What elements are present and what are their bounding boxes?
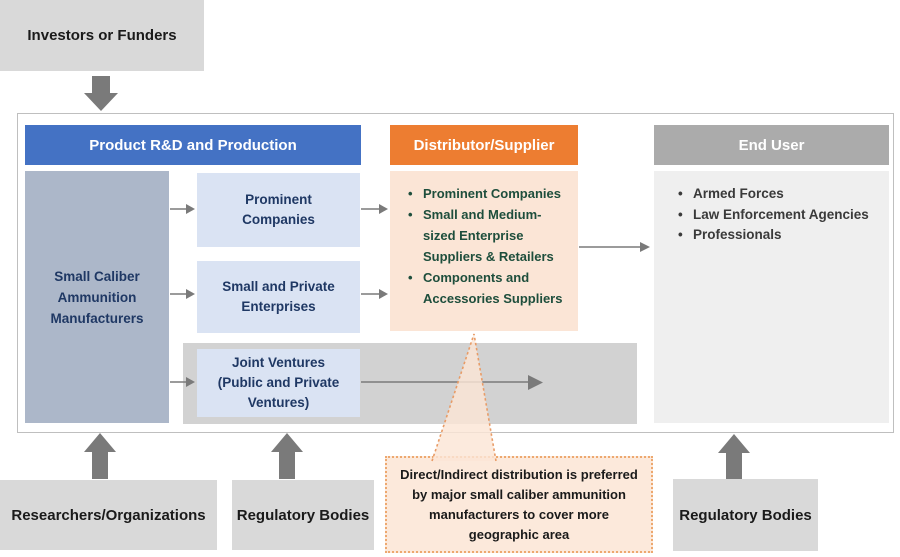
header-distributor-supplier: Distributor/Supplier xyxy=(390,125,578,165)
list-item: Small and Medium-sized Enterprise Suppli… xyxy=(406,204,570,267)
list-item: Professionals xyxy=(676,225,881,246)
list-item: Law Enforcement Agencies xyxy=(676,205,881,226)
distributor-supplier-list-box: Prominent Companies Small and Medium-siz… xyxy=(390,171,578,331)
small-private-enterprises-box: Small and Private Enterprises xyxy=(197,261,360,333)
up-arrow-icon xyxy=(718,434,750,479)
researchers-organizations-box: Researchers/Organizations xyxy=(0,480,217,550)
list-item: Armed Forces xyxy=(676,184,881,205)
up-arrow-icon xyxy=(84,433,116,479)
investors-box: Investors or Funders xyxy=(0,0,204,71)
value-chain-container: Product R&D and Production Distributor/S… xyxy=(17,113,894,433)
joint-ventures-box: Joint Ventures (Public and Private Ventu… xyxy=(197,349,360,417)
regulatory-bodies-box-right: Regulatory Bodies xyxy=(673,479,818,551)
header-product-rd-production: Product R&D and Production xyxy=(25,125,361,165)
down-arrow-icon xyxy=(84,76,118,111)
prominent-companies-box: Prominent Companies xyxy=(197,173,360,247)
regulatory-bodies-box-left: Regulatory Bodies xyxy=(232,480,374,550)
list-item: Prominent Companies xyxy=(406,183,570,204)
distribution-callout-note: Direct/Indirect distribution is preferre… xyxy=(385,456,653,553)
end-user-list: Armed Forces Law Enforcement Agencies Pr… xyxy=(654,171,889,246)
up-arrow-icon xyxy=(271,433,303,479)
list-item: Components and Accessories Suppliers xyxy=(406,267,570,309)
distributor-list: Prominent Companies Small and Medium-siz… xyxy=(390,171,578,309)
end-user-list-box: Armed Forces Law Enforcement Agencies Pr… xyxy=(654,171,889,423)
header-end-user: End User xyxy=(654,125,889,165)
manufacturers-box: Small Caliber Ammunition Manufacturers xyxy=(25,171,169,423)
